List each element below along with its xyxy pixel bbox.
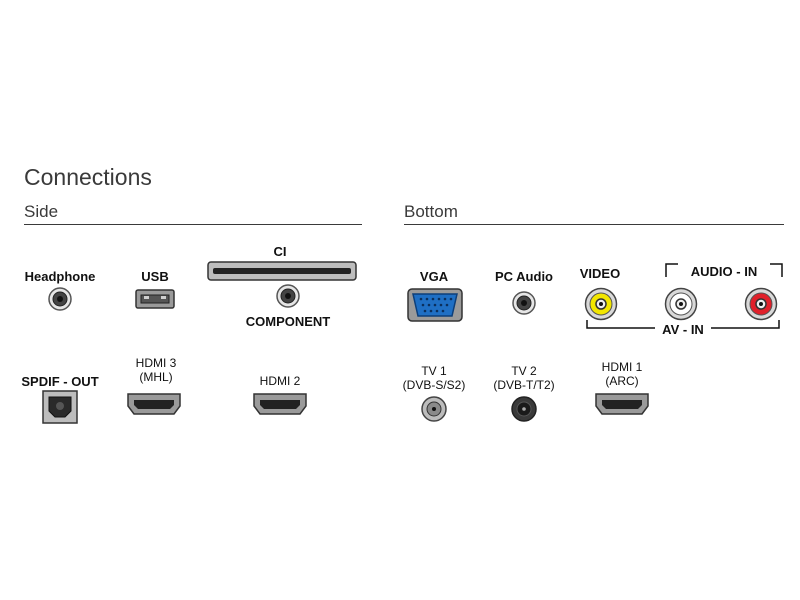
hdmi1-port-icon [594, 392, 650, 416]
audio-right-rca-jack-icon [744, 287, 778, 321]
hdmi3-sublabel: (MHL) [139, 370, 173, 384]
tv1-label: TV 1 [421, 364, 447, 378]
ci-label: CI [273, 244, 287, 259]
section-bottom-title: Bottom [404, 202, 458, 221]
vga-label: VGA [419, 269, 449, 284]
video-label: VIDEO [579, 266, 621, 281]
headphone-icon [48, 287, 72, 311]
av-in-bracket [585, 318, 781, 334]
ci-slot-icon [207, 261, 357, 281]
hdmi2-label: HDMI 2 [259, 374, 301, 388]
tv1-sublabel: (DVB-S/S2) [402, 378, 466, 392]
hdmi1-label: HDMI 1 [601, 360, 643, 374]
audio-left-rca-jack-icon [664, 287, 698, 321]
audio-in-bracket [664, 262, 784, 278]
page-title: Connections [24, 164, 152, 190]
hdmi2-port-icon [252, 392, 308, 416]
hdmi3-port-icon [126, 392, 182, 416]
tv2-coax-port-icon [511, 396, 537, 422]
audio-in-label: AUDIO - IN [690, 264, 758, 279]
vga-port-icon [407, 288, 463, 322]
av-in-label: AV - IN [662, 322, 704, 337]
component-label: COMPONENT [245, 314, 331, 329]
tv1-coax-port-icon [421, 396, 447, 422]
optical-port-icon [42, 390, 78, 424]
tv2-sublabel: (DVB-T/T2) [493, 378, 555, 392]
bottom-divider [404, 224, 784, 225]
component-jack-icon [276, 284, 300, 308]
section-side-title: Side [24, 202, 59, 221]
tv2-label: TV 2 [511, 364, 537, 378]
headphone-label: Headphone [24, 269, 96, 284]
spdif-label: SPDIF - OUT [21, 374, 99, 389]
pc-audio-label: PC Audio [494, 269, 553, 284]
hdmi1-sublabel: (ARC) [605, 374, 639, 388]
pc-audio-jack-icon [512, 291, 536, 315]
video-rca-jack-icon [584, 287, 618, 321]
usb-port-icon [135, 289, 175, 309]
hdmi3-label: HDMI 3 [135, 356, 177, 370]
side-divider [24, 224, 362, 225]
usb-label: USB [141, 269, 169, 284]
